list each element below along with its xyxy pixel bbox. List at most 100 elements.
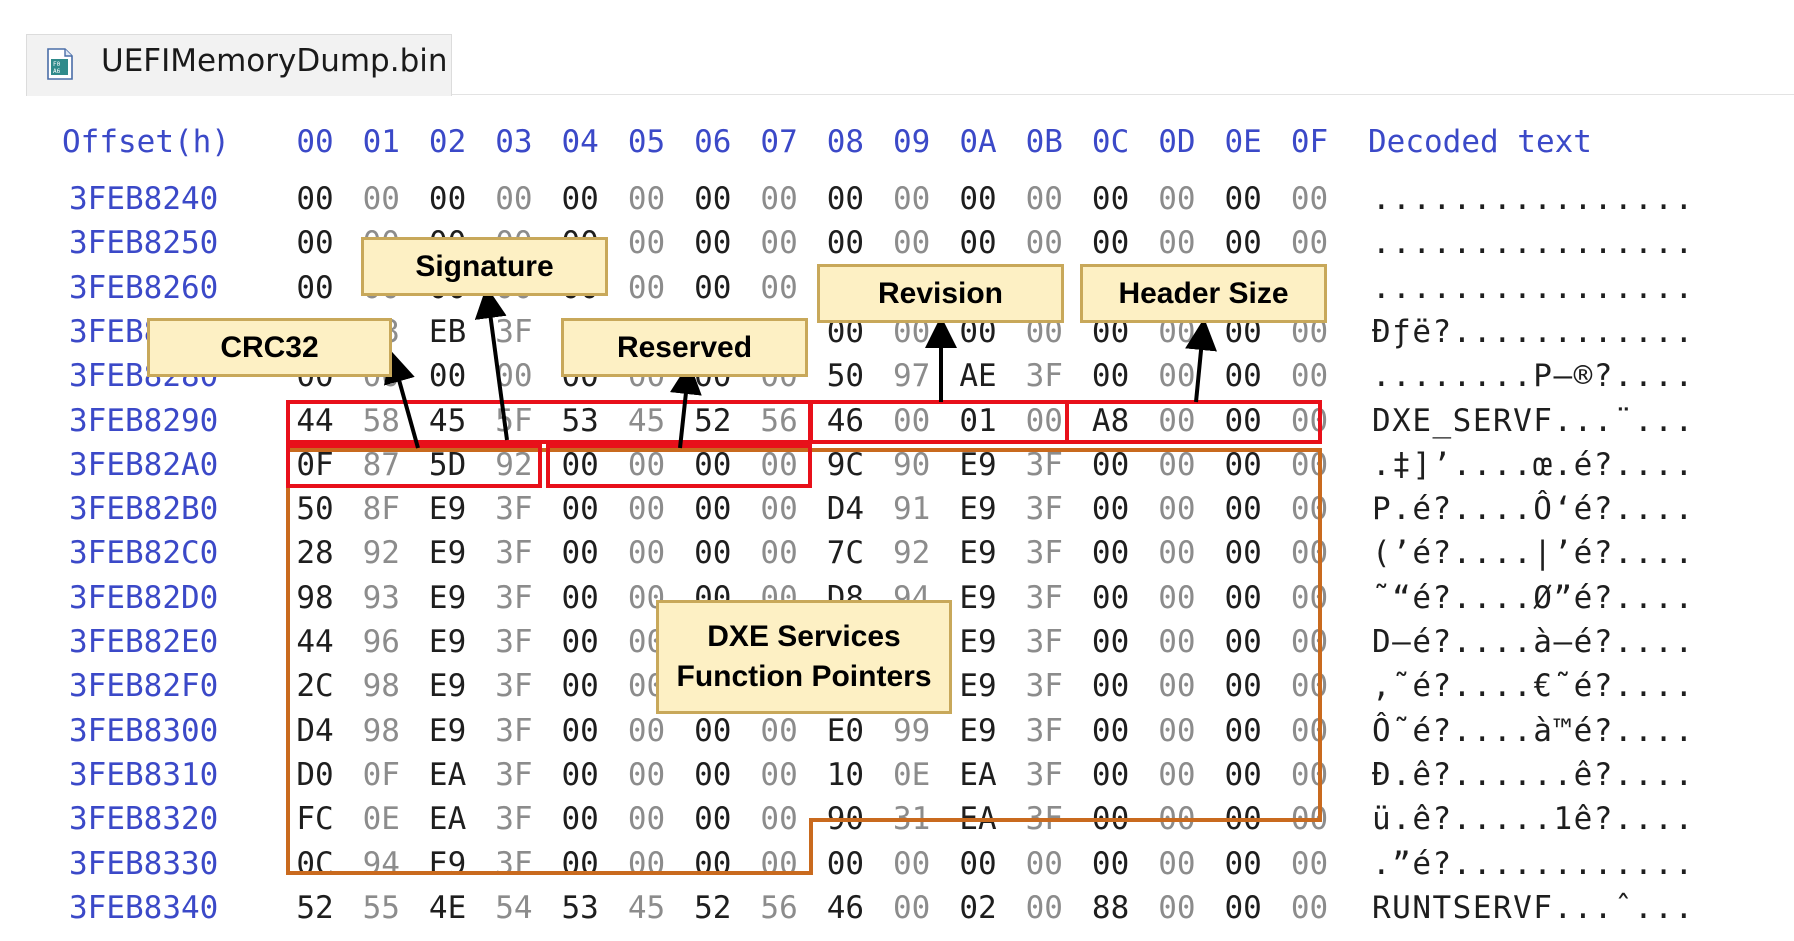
hex-byte[interactable]: A8	[1091, 402, 1130, 439]
decoded-text[interactable]: D–é?....à–é?....	[1372, 624, 1695, 660]
hex-byte[interactable]: E9	[428, 535, 467, 572]
hex-byte[interactable]: 3F	[1025, 358, 1063, 395]
hex-byte[interactable]: 53	[561, 889, 599, 926]
hex-byte[interactable]: 01	[959, 402, 997, 439]
hex-byte[interactable]: 00	[561, 712, 599, 749]
hex-byte[interactable]: 00	[1025, 845, 1063, 882]
hex-byte[interactable]: 00	[561, 491, 599, 528]
hex-byte[interactable]: 00	[959, 845, 997, 882]
hex-byte[interactable]: 92	[893, 535, 931, 572]
hex-byte[interactable]: 10	[826, 756, 865, 793]
hex-byte[interactable]: 00	[1091, 712, 1130, 749]
hex-byte[interactable]: 3F	[495, 845, 533, 882]
hex-byte[interactable]: 45	[627, 889, 666, 926]
hex-byte[interactable]: E9	[959, 712, 997, 749]
hex-byte[interactable]: 00	[1158, 756, 1196, 793]
hex-byte[interactable]: 00	[1290, 225, 1329, 262]
hex-byte[interactable]: 00	[1158, 491, 1196, 528]
decoded-text[interactable]: .‡]’....œ.é?....	[1372, 446, 1695, 483]
hex-byte[interactable]: 00	[561, 756, 599, 793]
hex-byte[interactable]: 00	[627, 491, 666, 528]
hex-byte[interactable]: 0E	[893, 756, 931, 793]
hex-byte[interactable]: 46	[826, 889, 865, 926]
hex-byte[interactable]: 56	[760, 402, 798, 439]
hex-byte[interactable]: 00	[760, 181, 798, 217]
hex-byte[interactable]: 00	[1224, 358, 1262, 395]
hex-byte[interactable]: 00	[1091, 446, 1130, 483]
hex-byte[interactable]: 00	[561, 624, 599, 660]
hex-byte[interactable]: E9	[428, 668, 467, 705]
hex-byte[interactable]: 00	[1224, 181, 1262, 217]
hex-byte[interactable]: 3F	[1025, 668, 1063, 705]
hex-byte[interactable]: 00	[760, 801, 798, 838]
hex-byte[interactable]: 00	[1224, 491, 1262, 528]
hex-byte[interactable]: 00	[627, 712, 666, 749]
hex-byte[interactable]: 00	[893, 402, 931, 439]
hex-byte[interactable]: 96	[362, 624, 400, 660]
hex-byte[interactable]: 00	[1025, 181, 1063, 217]
hex-byte[interactable]: 3F	[495, 624, 533, 660]
hex-byte[interactable]: 44	[296, 624, 334, 660]
hex-byte[interactable]: 00	[1224, 402, 1262, 439]
hex-byte[interactable]: 3F	[495, 535, 533, 572]
hex-byte[interactable]: 00	[561, 446, 599, 483]
hex-byte[interactable]: 00	[1158, 624, 1196, 660]
hex-byte[interactable]: 00	[694, 446, 732, 483]
hex-byte[interactable]: 00	[362, 181, 400, 217]
hex-byte[interactable]: 00	[627, 535, 666, 572]
decoded-text[interactable]: ........P—®?....	[1372, 358, 1695, 395]
hex-byte[interactable]: 00	[1158, 358, 1196, 395]
decoded-text[interactable]: Ðƒë?............	[1372, 313, 1695, 350]
hex-byte[interactable]: 3F	[1025, 756, 1063, 793]
hex-byte[interactable]: 00	[893, 845, 931, 882]
decoded-text[interactable]: ................	[1372, 181, 1695, 217]
hex-byte[interactable]: 00	[1224, 446, 1262, 483]
hex-byte[interactable]: 00	[1158, 225, 1196, 262]
hex-byte[interactable]: 00	[627, 181, 666, 217]
hex-byte[interactable]: 98	[296, 579, 334, 616]
hex-byte[interactable]: E0	[826, 712, 865, 749]
hex-byte[interactable]: 00	[760, 446, 798, 483]
hex-byte[interactable]: 00	[1091, 181, 1130, 217]
hex-byte[interactable]: 00	[296, 225, 334, 262]
hex-byte[interactable]: 00	[1091, 491, 1130, 528]
hex-byte[interactable]: EA	[428, 756, 467, 793]
hex-byte[interactable]: 00	[1091, 535, 1130, 572]
hex-byte[interactable]: D0	[296, 756, 334, 793]
hex-byte[interactable]: 00	[760, 491, 798, 528]
hex-byte[interactable]: 00	[1224, 668, 1262, 705]
hex-byte[interactable]: 5D	[428, 446, 467, 483]
hex-byte[interactable]: 02	[959, 889, 997, 926]
hex-byte[interactable]: 00	[1224, 535, 1262, 572]
hex-byte[interactable]: 00	[1224, 845, 1262, 882]
hex-byte[interactable]: 00	[1224, 889, 1262, 926]
hex-byte[interactable]: 3F	[1025, 712, 1063, 749]
hex-byte[interactable]: 91	[893, 491, 931, 528]
hex-byte[interactable]: 00	[826, 181, 865, 217]
hex-byte[interactable]: 00	[893, 889, 931, 926]
hex-byte[interactable]: 53	[561, 402, 599, 439]
hex-byte[interactable]: 28	[296, 535, 334, 572]
hex-byte[interactable]: 3F	[1025, 446, 1063, 483]
file-tab[interactable]: F0 A6 UEFIMemoryDump.bin	[26, 34, 452, 96]
hex-byte[interactable]: 00	[561, 181, 599, 217]
hex-byte[interactable]: 00	[627, 801, 666, 838]
hex-byte[interactable]: 8F	[362, 491, 400, 528]
hex-byte[interactable]: 00	[694, 491, 732, 528]
hex-byte[interactable]: 00	[561, 668, 599, 705]
hex-byte[interactable]: 93	[362, 579, 400, 616]
hex-byte[interactable]: 0E	[362, 801, 400, 838]
hex-byte[interactable]: 00	[1290, 181, 1329, 217]
hex-byte[interactable]: 50	[826, 358, 865, 395]
hex-byte[interactable]: 94	[362, 845, 400, 882]
hex-byte[interactable]: 00	[1025, 889, 1063, 926]
hex-byte[interactable]: 00	[1158, 579, 1196, 616]
hex-byte[interactable]: 3F	[495, 801, 533, 838]
hex-byte[interactable]: 3F	[495, 579, 533, 616]
hex-byte[interactable]: E9	[959, 446, 997, 483]
hex-byte[interactable]: EB	[428, 313, 467, 350]
hex-byte[interactable]: 55	[362, 889, 400, 926]
hex-byte[interactable]: 00	[694, 535, 732, 572]
hex-byte[interactable]: 00	[694, 845, 732, 882]
hex-byte[interactable]: 3F	[1025, 579, 1063, 616]
